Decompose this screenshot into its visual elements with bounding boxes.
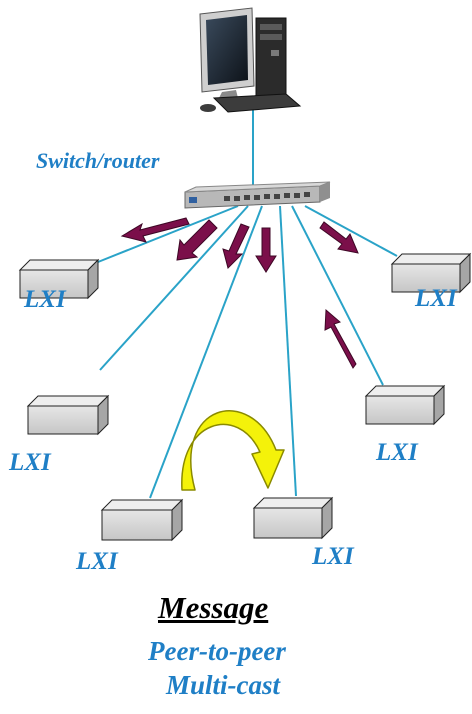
desktop-computer-icon xyxy=(199,7,302,113)
lxi-instrument-box xyxy=(18,258,100,300)
arrow-to-lxi-3 xyxy=(222,223,250,269)
lxi-instrument-box xyxy=(364,384,446,426)
cable-lxi-3 xyxy=(149,205,263,499)
cable-lxi-1 xyxy=(97,205,239,263)
network-switch-icon xyxy=(184,181,331,209)
lxi-label-mid-right: LXI xyxy=(376,439,418,466)
cable-lxi-5 xyxy=(291,205,384,386)
arrow-to-lxi-2 xyxy=(176,219,218,261)
lxi-label-bottom-right: LXI xyxy=(312,543,354,570)
network-cables xyxy=(97,105,398,499)
message-title: Message xyxy=(158,590,269,625)
arrow-from-lxi-5 xyxy=(324,308,357,369)
arrow-to-lxi-6 xyxy=(319,221,359,254)
message-arrows xyxy=(120,217,359,369)
cable-lxi-4 xyxy=(279,205,297,497)
cable-lxi-2 xyxy=(99,205,249,371)
switch-router-label: Switch/router xyxy=(36,148,160,173)
lxi-label-mid-left: LXI xyxy=(9,449,51,476)
lxi-label-top-right: LXI xyxy=(415,285,457,312)
lxi-instrument-box xyxy=(252,496,334,540)
cable-lxi-6 xyxy=(304,205,398,257)
lxi-label-bottom-left: LXI xyxy=(76,548,118,575)
arrow-to-lxi-4 xyxy=(255,227,277,273)
arrow-to-lxi-1 xyxy=(120,217,190,243)
lxi-instrument-box xyxy=(390,252,472,294)
peer-to-peer-curved-arrow xyxy=(181,410,285,491)
lxi-instrument-box xyxy=(100,498,184,542)
lxi-instrument-box xyxy=(26,394,110,436)
message-line-multi-cast: Multi-cast xyxy=(166,670,281,700)
lxi-label-top-left: LXI xyxy=(24,286,66,313)
message-line-peer-to-peer: Peer-to-peer xyxy=(148,636,286,666)
